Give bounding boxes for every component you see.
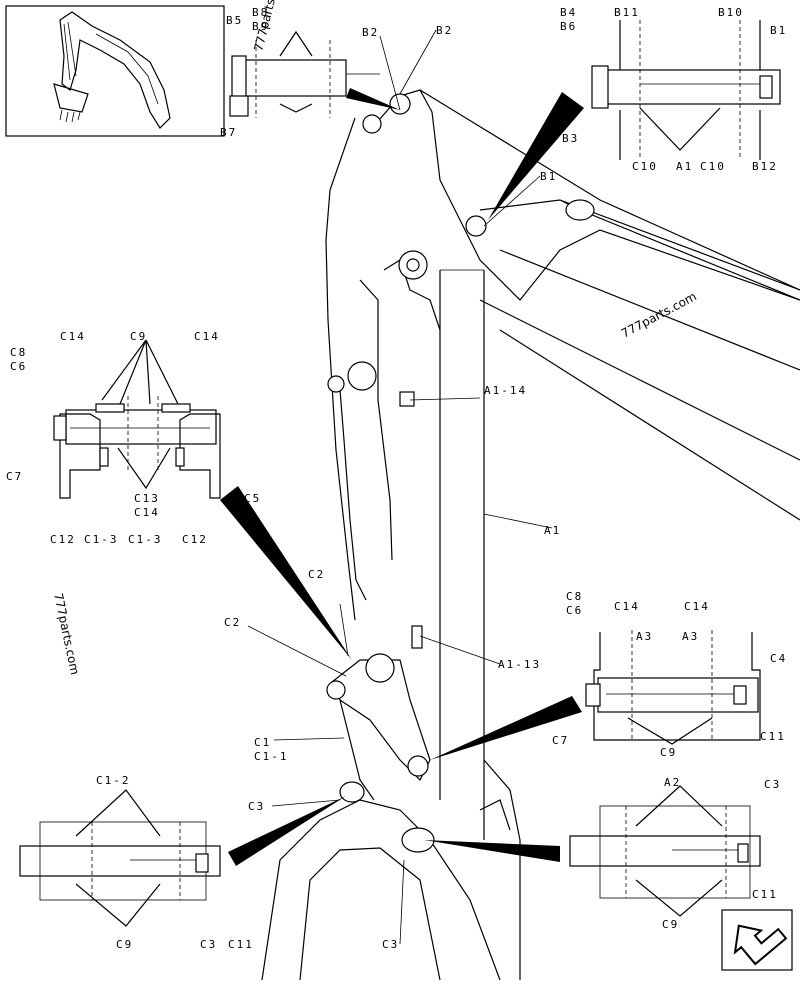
label-c14-b: C14 — [194, 330, 220, 343]
label-b12: B12 — [752, 160, 778, 173]
label-b9: B9 — [252, 20, 269, 33]
label-b11: B11 — [614, 6, 640, 19]
label-c8-a: C8 — [10, 346, 27, 359]
label-a1: A1 — [544, 524, 561, 537]
label-c11-b: C11 — [228, 938, 254, 951]
label-c14-d: C14 — [614, 600, 640, 613]
label-c2-b: C2 — [224, 616, 241, 629]
label-c9-c: C9 — [116, 938, 133, 951]
label-c1-3-b: C1-3 — [128, 533, 163, 546]
label-c7-b: C7 — [552, 734, 569, 747]
label-b1-b: B1 — [540, 170, 557, 183]
label-b3: B3 — [562, 132, 579, 145]
label-c1: C1 — [254, 736, 271, 749]
label-c8-b: C8 — [566, 590, 583, 603]
label-c9-d: C9 — [662, 918, 679, 931]
detail-b-left — [229, 30, 380, 118]
label-c3-d: C3 — [764, 778, 781, 791]
label-c9-a: C9 — [130, 330, 147, 343]
label-c14-c: C14 — [134, 506, 160, 519]
label-c12-b: C12 — [182, 533, 208, 546]
label-c14-e: C14 — [684, 600, 710, 613]
label-a3-a: A3 — [636, 630, 653, 643]
arrow-icon[interactable] — [721, 908, 793, 971]
detail-c-right-mid — [585, 630, 761, 745]
label-c1-3-a: C1-3 — [84, 533, 119, 546]
watermark-left: 777parts.com — [51, 592, 82, 676]
label-c6-a: C6 — [10, 360, 27, 373]
label-c4: C4 — [770, 652, 787, 665]
label-c6-b: C6 — [566, 604, 583, 617]
label-b5: B5 — [226, 14, 243, 27]
label-c1-1: C1-1 — [254, 750, 289, 763]
detail-b-right — [591, 20, 781, 160]
part-labels: B5 B8 B9 B7 B2 B2 B4 B6 B11 B10 B1 B3 C1… — [6, 6, 787, 951]
label-c10-a: C10 — [632, 160, 658, 173]
leader-lines — [247, 29, 553, 945]
label-a3-b: A3 — [682, 630, 699, 643]
detail-bottom-right — [569, 785, 761, 917]
label-c3-b: C3 — [382, 938, 399, 951]
nav-arrow-frame[interactable] — [721, 909, 793, 971]
label-a1-13: A1-13 — [498, 658, 541, 671]
thumbnail-inset — [5, 5, 225, 137]
label-c14-a: C14 — [60, 330, 86, 343]
label-b1-a: B1 — [770, 24, 787, 37]
label-c7-a: C7 — [6, 470, 23, 483]
label-c11-a: C11 — [760, 730, 786, 743]
label-c9-b: C9 — [660, 746, 677, 759]
label-b2-b: B2 — [436, 24, 453, 37]
label-b6: B6 — [560, 20, 577, 33]
label-c12-a: C12 — [50, 533, 76, 546]
pointer-wedges — [220, 88, 584, 866]
label-b10: B10 — [718, 6, 744, 19]
detail-bottom-left — [19, 789, 221, 927]
label-c1-2: C1-2 — [96, 774, 131, 787]
label-a1-14: A1-14 — [484, 384, 527, 397]
label-b2-a: B2 — [362, 26, 379, 39]
label-c2-a: C2 — [308, 568, 325, 581]
detail-c-left — [53, 339, 221, 499]
label-c11-c: C11 — [752, 888, 778, 901]
label-c5: C5 — [244, 492, 261, 505]
label-c13: C13 — [134, 492, 160, 505]
label-a1-detail: A1 — [676, 160, 693, 173]
label-c3-a: C3 — [248, 800, 265, 813]
label-c3-c: C3 — [200, 938, 217, 951]
label-b8: B8 — [252, 6, 269, 19]
label-b7: B7 — [220, 126, 237, 139]
watermark-right: 777parts.com — [619, 289, 699, 340]
boom-structure — [261, 89, 800, 981]
label-a2: A2 — [664, 776, 681, 789]
label-c10-b: C10 — [700, 160, 726, 173]
label-b4: B4 — [560, 6, 577, 19]
